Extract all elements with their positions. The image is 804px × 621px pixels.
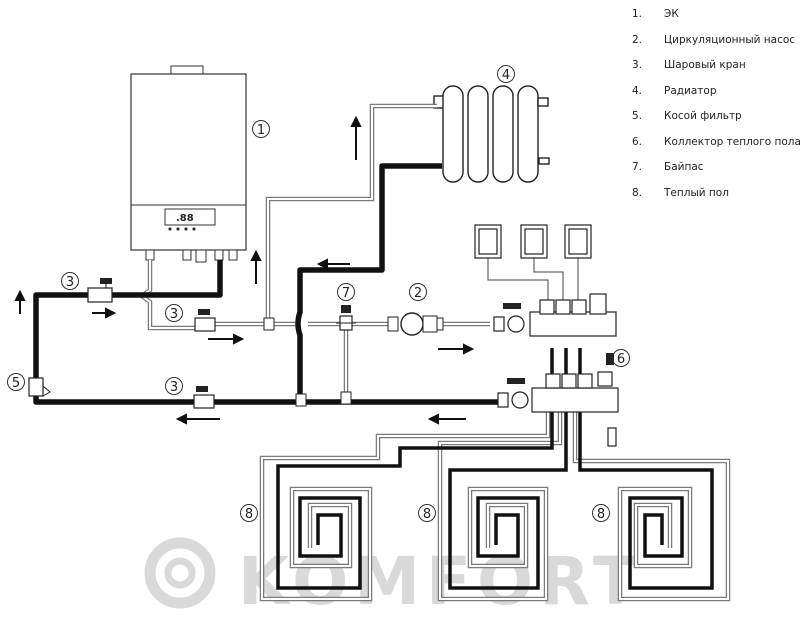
ball-valve-bottom [193,386,215,409]
callout-bypass: 7 [342,286,350,301]
legend-label: Коллектор теплого пола [664,135,801,148]
legend-number: 6. [632,135,643,148]
manifold-body [493,293,619,447]
callout-pump: 2 [414,286,422,301]
callout-boiler: 1 [257,123,265,138]
strainer-filter [28,377,51,397]
legend-label: ЭК [664,8,679,20]
legend-label: Косой фильтр [664,110,742,122]
legend-number: 7. [632,161,643,173]
legend-item: 4. Радиатор [632,85,804,111]
flow-arrows [14,115,475,425]
callout-manifold: 6 [617,352,625,367]
callout-radiator: 4 [502,68,510,83]
legend-label: Циркуляционный насос [664,33,796,46]
legend-label: Шаровый кран [664,59,746,71]
radiator [433,85,550,183]
legend-number: 4. [632,84,643,97]
legend-number: 5. [632,110,643,122]
callout-filter: 5 [12,376,20,391]
legend-item: 8. Теплый пол [632,187,804,213]
watermark: KOMFORT [144,537,638,620]
legend-number: 8. [632,186,643,199]
legend-item: 5. Косой фильтр [632,110,804,136]
boiler: .88 1 [130,65,270,263]
ball-valve-top [87,278,113,303]
double-circle-logo [144,537,216,609]
legend-number: 2. [632,33,643,46]
callout-floor-2: 8 [423,507,431,522]
floor-loops [259,348,731,602]
callout-floor-1: 8 [245,507,253,522]
legend-item: 6. Коллектор теплого пола [632,136,804,162]
legend-item: 1. ЭК [632,8,804,34]
legend-item: 2. Циркуляционный насос [632,34,804,60]
legend-number: 3. [632,59,643,71]
legend-label: Байпас [664,161,704,173]
legend-number: 1. [632,8,643,20]
callout-valve-1: 3 [66,275,74,290]
circulation-pump [387,312,444,336]
callout-floor-3: 8 [597,507,605,522]
legend-item: 7. Байпас [632,161,804,187]
boiler-display-value: .88 [176,213,194,224]
callout-valve-3: 3 [170,380,178,395]
supply-pipes [33,163,498,405]
legend-label: Теплый пол [664,186,729,199]
bypass-valve [263,305,356,407]
legend: 1. ЭК 2. Циркуляционный насос 3. Шаровый… [632,8,804,212]
ball-valve-middle [194,309,216,332]
manifold-thermostats [474,224,592,259]
legend-label: Радиатор [664,84,717,97]
callout-valve-2: 3 [170,307,178,322]
legend-item: 3. Шаровый кран [632,59,804,85]
